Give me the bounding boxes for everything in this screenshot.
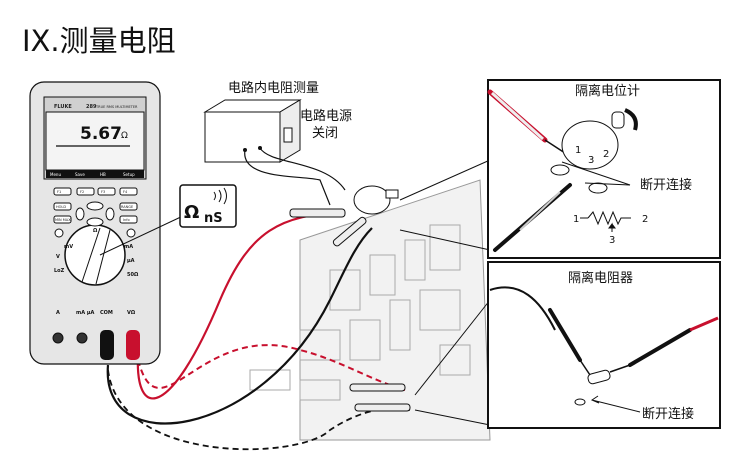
dial-ohm[interactable]: Ω — [93, 228, 98, 234]
zoom-line — [414, 299, 491, 396]
red-lead — [136, 210, 346, 400]
zoom-line — [399, 229, 491, 251]
softkey-save[interactable]: Save — [75, 172, 85, 177]
panel-potentiometer — [487, 79, 721, 259]
beep-icon — [213, 187, 227, 205]
model-label: 289 — [86, 104, 97, 110]
multimeter — [29, 81, 161, 365]
black-lead — [106, 227, 373, 425]
softkey-menu[interactable]: Menu — [50, 172, 61, 177]
dial-ua[interactable]: μA — [127, 258, 135, 264]
reading: 5.67 — [80, 124, 122, 144]
power-label-1: 电路电源 — [300, 108, 352, 124]
schematic-pin-2: 2 — [642, 214, 648, 225]
softkey-hb[interactable]: HB — [100, 172, 106, 177]
callout-box — [179, 184, 237, 228]
dial-v[interactable]: V — [56, 254, 60, 260]
f1-button[interactable]: F1 — [57, 190, 61, 194]
power-label-2: 关闭 — [312, 126, 338, 141]
pot-pin-1: 1 — [575, 145, 581, 156]
power-supply-box — [203, 99, 346, 206]
red-lead-alt — [137, 344, 406, 391]
pot-title: 隔离电位计 — [575, 83, 640, 99]
dial-loz[interactable]: LoZ — [54, 268, 65, 274]
dial-ma[interactable]: mA — [124, 244, 133, 250]
pot-disconnect-label: 断开连接 — [640, 177, 692, 193]
dial-50ohm[interactable]: 50Ω — [127, 272, 139, 278]
range-button[interactable]: RANGE — [121, 205, 133, 209]
softkey-setup[interactable]: Setup — [123, 172, 135, 177]
schematic-pin-3: 3 — [609, 235, 615, 246]
zoom-line — [414, 409, 491, 426]
jack-com-label: COM — [100, 310, 113, 316]
jack-a-label: A — [56, 310, 60, 316]
f4-button[interactable]: F4 — [123, 190, 128, 194]
schematic-pin-1: 1 — [573, 214, 579, 225]
jack-v-label: VΩ — [127, 310, 136, 316]
dial-mv[interactable]: mV — [64, 244, 73, 250]
potentiometer-on-board — [353, 185, 399, 215]
f3-button[interactable]: F3 — [101, 190, 105, 194]
resistor-title: 隔离电阻器 — [568, 270, 633, 286]
resistor-disconnect-label: 断开连接 — [642, 406, 694, 422]
ns-symbol: nS — [204, 211, 223, 226]
model-desc: TRUE RMS MULTIMETER — [95, 105, 138, 109]
probe-tips — [289, 208, 411, 412]
circuit-board — [249, 179, 491, 441]
reading-unit: Ω — [121, 131, 128, 141]
in-circuit-label: 电路内电阻测量 — [228, 80, 319, 96]
brand-label: FLUKE — [54, 104, 72, 110]
minmax-button[interactable]: MIN MAX — [55, 218, 71, 222]
hold-button[interactable]: HOLD — [56, 205, 66, 209]
pot-pin-3: 3 — [588, 155, 594, 166]
info-button[interactable]: Info — [123, 218, 130, 222]
zoom-line — [399, 159, 491, 201]
panel-resistor — [487, 261, 721, 429]
pot-pin-2: 2 — [603, 149, 609, 160]
page-title: IX.测量电阻 — [22, 24, 176, 58]
jack-ma-label: mA μA — [76, 310, 94, 316]
ohm-symbol: Ω — [184, 202, 199, 223]
callout-line — [99, 214, 186, 256]
f2-button[interactable]: F2 — [80, 190, 84, 194]
